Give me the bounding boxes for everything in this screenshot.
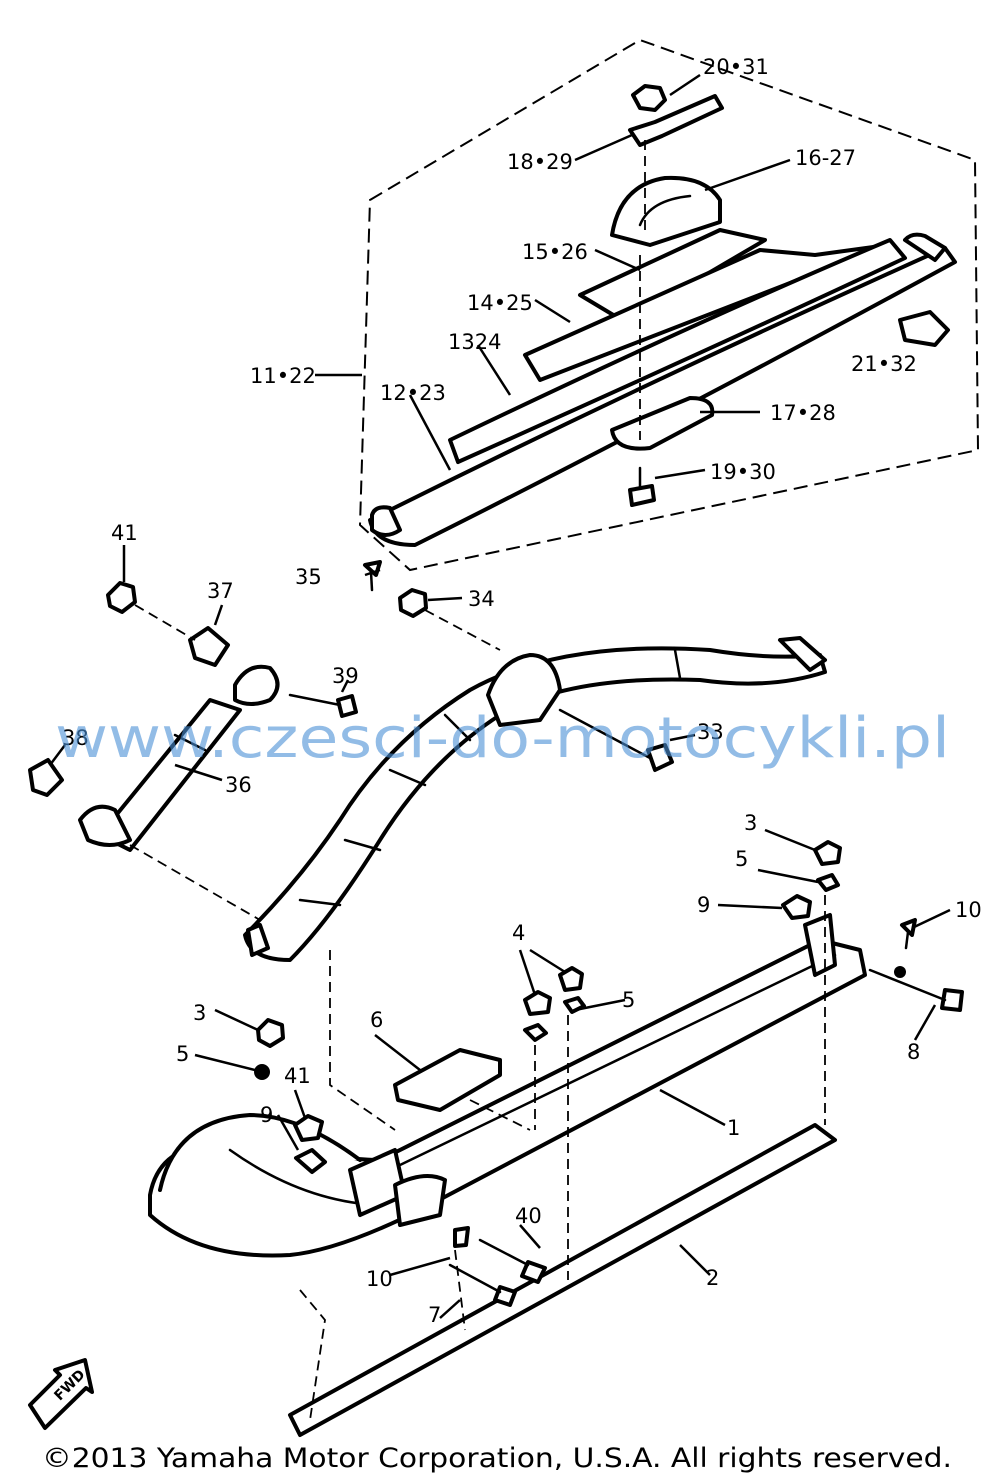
callout-18-29: 18•29 [507, 150, 573, 174]
callout-2: 2 [706, 1266, 719, 1290]
callout-8: 8 [907, 1040, 920, 1064]
callout-19-30: 19•30 [710, 460, 776, 484]
callout-16-27: 16-27 [795, 146, 856, 170]
callout-40: 40 [515, 1204, 542, 1228]
spring-and-shock [28, 545, 827, 962]
callout-1: 1 [727, 1116, 740, 1140]
callout-7: 7 [428, 1303, 441, 1327]
callout-13-24: 1324 [448, 330, 501, 354]
callout-15-26: 15•26 [522, 240, 588, 264]
callout-33: 33 [697, 720, 724, 744]
callout-3-rear: 3 [744, 811, 757, 835]
callout-labels: 20•31 18•29 16-27 15•26 14•25 1324 11•22… [62, 55, 982, 1327]
callout-41-top: 41 [111, 521, 138, 545]
callout-6: 6 [370, 1008, 383, 1032]
callout-37: 37 [207, 579, 234, 603]
callout-9-front: 9 [260, 1103, 273, 1127]
callout-17-28: 17•28 [770, 401, 836, 425]
callout-9-rear: 9 [697, 893, 710, 917]
watermark: www.czesci-do-motocykli.pl [55, 706, 950, 771]
callout-5-rear: 5 [735, 847, 748, 871]
callout-20-31: 20•31 [703, 55, 769, 79]
callout-36: 36 [225, 773, 252, 797]
callout-5-mid: 5 [622, 988, 635, 1012]
leaf-spring-kit [315, 73, 957, 547]
callout-14-25: 14•25 [467, 291, 533, 315]
callout-34: 34 [468, 587, 495, 611]
kit-outline [358, 38, 980, 572]
ski [148, 828, 964, 1437]
callout-35: 35 [295, 565, 322, 589]
callout-12-23: 12•23 [380, 381, 446, 405]
callout-39: 39 [332, 664, 359, 688]
front-direction-arrow: FWD [28, 1358, 94, 1430]
copyright-notice: ©2013 Yamaha Motor Corporation, U.S.A. A… [42, 1443, 952, 1474]
callout-41-bottom: 41 [284, 1064, 311, 1088]
callout-5-front: 5 [176, 1042, 189, 1066]
washer-5a [254, 1064, 270, 1080]
callout-4: 4 [512, 921, 525, 945]
callout-11-22: 11•22 [250, 364, 316, 388]
callout-21-32: 21•32 [851, 352, 917, 376]
callout-38: 38 [62, 726, 89, 750]
callout-10-front: 10 [366, 1267, 393, 1291]
washer-8 [894, 966, 906, 978]
callout-3-front: 3 [193, 1001, 206, 1025]
callout-10-rear: 10 [955, 898, 982, 922]
